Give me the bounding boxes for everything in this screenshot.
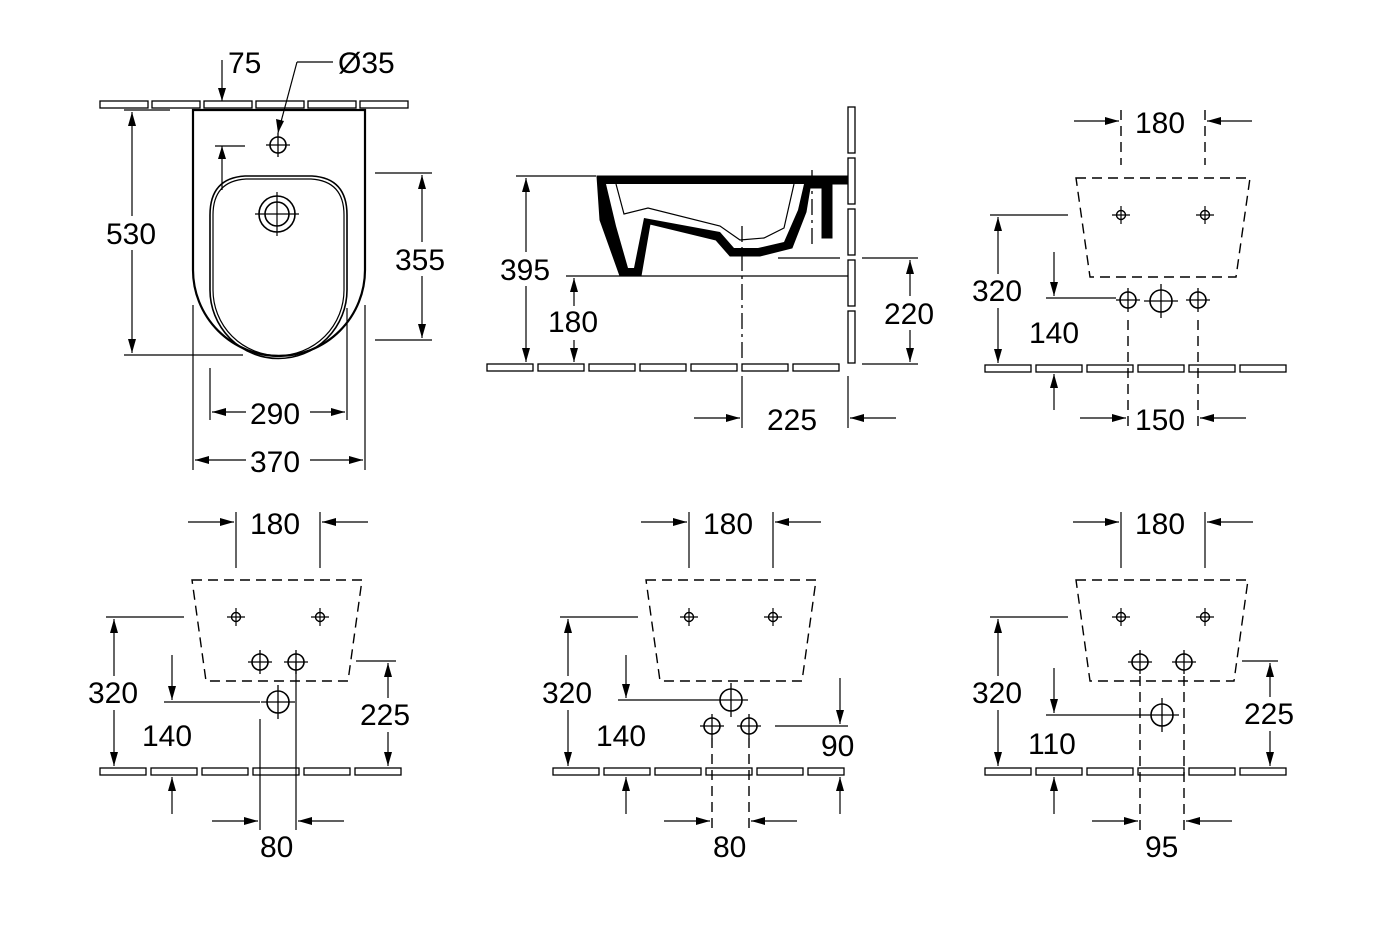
floor-strip xyxy=(984,767,1287,776)
dim-180-label: 180 xyxy=(250,508,300,541)
floor-strip xyxy=(486,363,840,372)
dim-395-label: 395 xyxy=(500,254,550,287)
dim-95-label: 95 xyxy=(1145,831,1178,864)
rear-view-a: 180 320 140 150 xyxy=(970,107,1287,437)
top-view: 75 Ø35 530 355 290 xyxy=(99,47,451,479)
dim-370-label: 370 xyxy=(250,446,300,479)
floor-strip xyxy=(552,767,845,776)
wall-column xyxy=(847,106,856,364)
fixing-hole-icon xyxy=(311,608,329,626)
dim-hole-label: Ø35 xyxy=(338,47,395,80)
dim-110-label: 110 xyxy=(1028,728,1076,761)
tap-hole-icon xyxy=(266,133,290,157)
connection-hole-icon xyxy=(1172,650,1196,674)
floor-strip xyxy=(984,364,1287,373)
dim-320-label: 320 xyxy=(88,677,138,710)
connection-hole-icon xyxy=(1116,288,1140,312)
connection-hole-icon xyxy=(1186,288,1210,312)
connection-hole-icon xyxy=(248,650,272,674)
side-view: 395 180 220 225 xyxy=(486,106,940,437)
dim-320-label: 320 xyxy=(972,275,1022,308)
dim-320-label: 320 xyxy=(972,677,1022,710)
dim-80-label: 80 xyxy=(713,831,746,864)
connection-hole-icon xyxy=(1144,284,1178,318)
dim-180-label: 180 xyxy=(1135,508,1185,541)
dim-80-label: 80 xyxy=(260,831,293,864)
connection-hole-icon xyxy=(261,685,295,719)
bowl-outline xyxy=(209,175,348,360)
wall-strip xyxy=(99,100,409,109)
floor-strip xyxy=(99,767,402,776)
dim-225-label: 225 xyxy=(360,699,410,732)
dim-180-label: 180 xyxy=(703,508,753,541)
connection-hole-icon xyxy=(1128,650,1152,674)
rear-view-c: 180 320 140 90 80 xyxy=(540,508,854,864)
dim-320-label: 320 xyxy=(542,677,592,710)
dim-180-label: 180 xyxy=(1135,107,1185,140)
fixing-hole-icon xyxy=(1196,608,1214,626)
fixing-hole-icon xyxy=(227,608,245,626)
dim-290-label: 290 xyxy=(250,398,300,431)
rear-view-d: 180 320 110 225 95 xyxy=(970,508,1300,864)
dim-180-label: 180 xyxy=(548,306,598,339)
rear-view-b: 180 320 140 225 80 xyxy=(86,508,416,864)
dim-355-label: 355 xyxy=(395,244,445,277)
fixing-hole-icon xyxy=(1112,206,1130,224)
fixing-hole-icon xyxy=(680,608,698,626)
drain-icon xyxy=(255,192,299,236)
fixing-hole-icon xyxy=(1112,608,1130,626)
dim-90-label: 90 xyxy=(821,730,854,763)
connection-hole-icon xyxy=(714,683,748,717)
fixing-hole-icon xyxy=(1196,206,1214,224)
dim-225-label: 225 xyxy=(767,404,817,437)
dim-220-label: 220 xyxy=(884,298,934,331)
bidet-outline xyxy=(191,108,367,358)
connection-hole-icon xyxy=(1145,698,1179,732)
fixing-hole-icon xyxy=(764,608,782,626)
connection-hole-icon xyxy=(700,714,724,738)
dim-140-label: 140 xyxy=(142,720,192,753)
dim-140-label: 140 xyxy=(1029,317,1079,350)
dim-140-label: 140 xyxy=(596,720,646,753)
dim-225-label: 225 xyxy=(1244,698,1294,731)
dim-150-label: 150 xyxy=(1135,404,1185,437)
dim-75-label: 75 xyxy=(228,47,261,80)
connection-hole-icon xyxy=(737,714,761,738)
dim-530-label: 530 xyxy=(106,218,156,251)
